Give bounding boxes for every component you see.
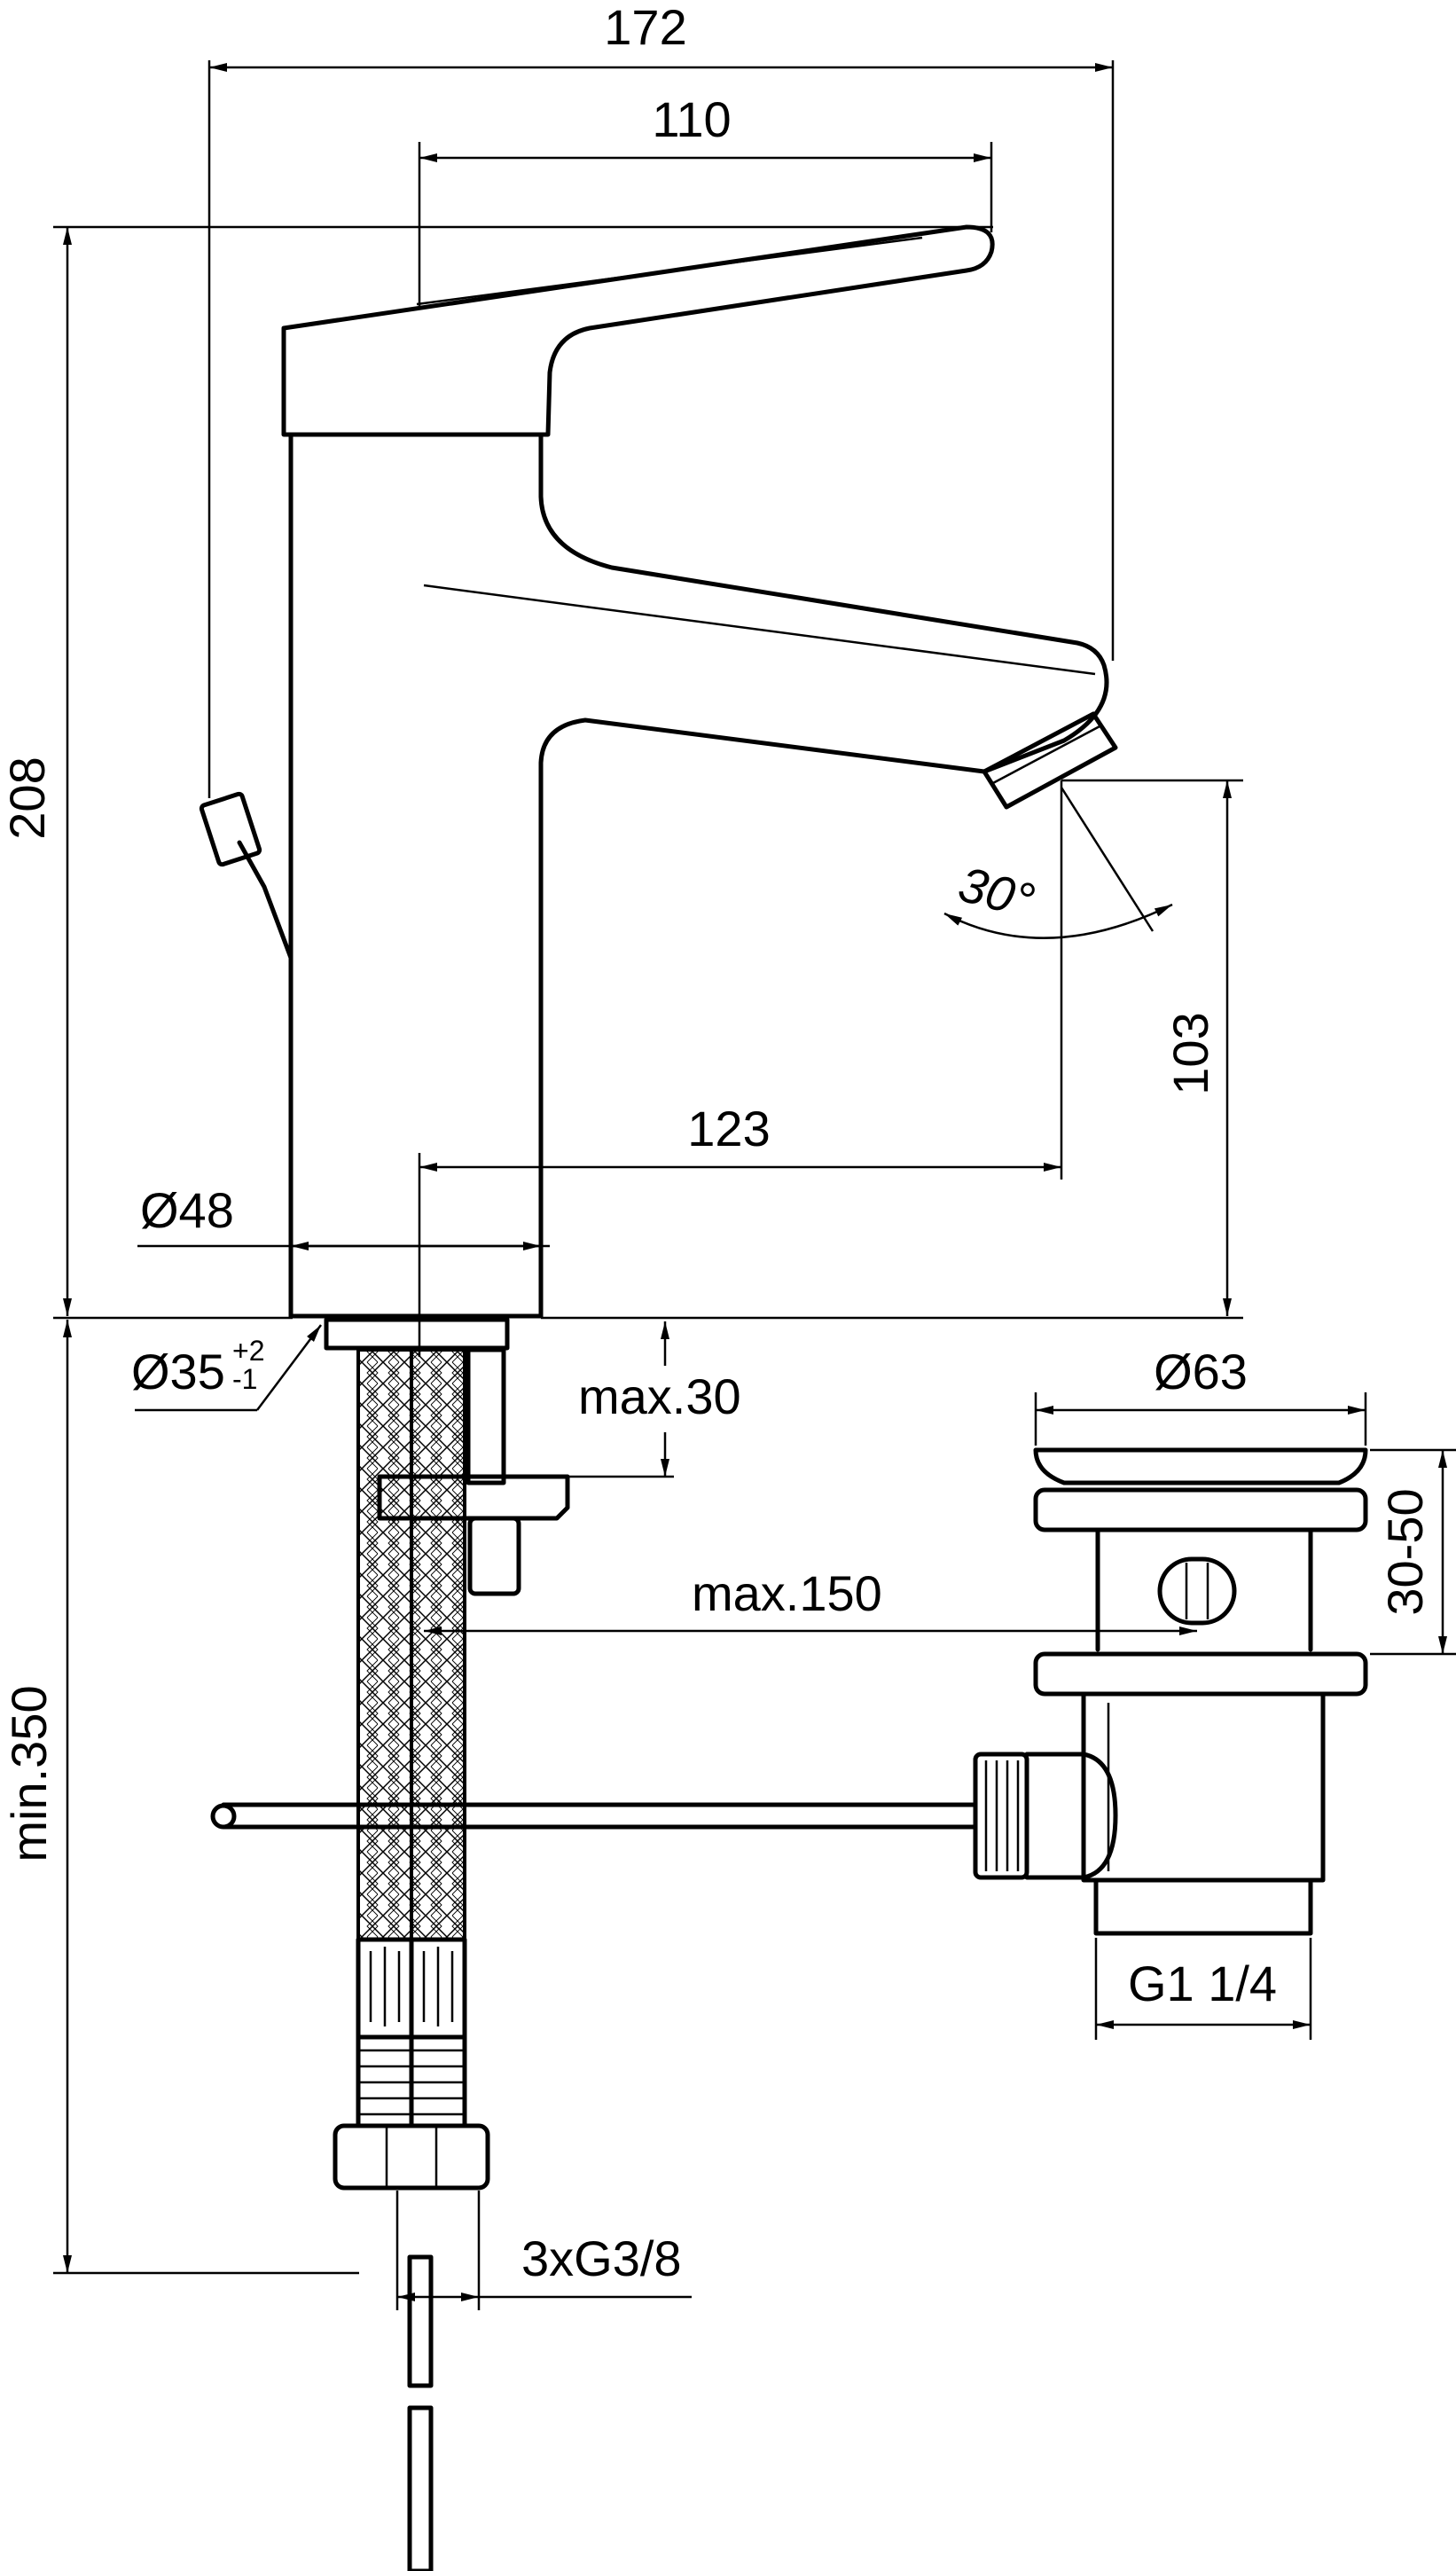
waste-valve (973, 1447, 1368, 1936)
label-waste-diameter: Ø63 (1154, 1344, 1248, 1399)
label-123: 123 (687, 1101, 770, 1156)
dimension-labels: 172 110 208 103 123 30° Ø48 Ø35 +2 -1 ma… (0, 0, 1433, 2286)
label-waste-thread: G1 1/4 (1128, 1956, 1277, 2011)
label-hose-thread: 3xG3/8 (521, 2230, 682, 2286)
label-waste-height: 30-50 (1377, 1488, 1433, 1615)
label-min350: min.350 (1, 1685, 57, 1862)
dimension-lines (53, 60, 1456, 2310)
mounting-nut (324, 1317, 510, 1351)
supply-hoses (333, 1347, 570, 2571)
label-max150: max.150 (692, 1565, 882, 1621)
popup-linkage (210, 1802, 978, 1830)
waste-cap (1033, 1447, 1368, 1485)
label-hole-diameter: Ø35 (131, 1344, 225, 1399)
fixing-bracket (377, 1474, 570, 1521)
faucet-body (199, 224, 1118, 1351)
lever-handle (281, 224, 995, 437)
label-172: 172 (604, 0, 686, 55)
label-tolerance-lower: -1 (232, 1363, 257, 1395)
label-angle: 30° (953, 856, 1040, 929)
label-max30: max.30 (578, 1368, 741, 1424)
popup-rod (237, 840, 294, 960)
label-208: 208 (0, 756, 55, 839)
aerator (982, 711, 1118, 810)
label-103: 103 (1162, 1012, 1218, 1094)
label-110: 110 (652, 91, 731, 147)
faucet-column (288, 432, 1109, 1319)
label-tolerance-upper: +2 (232, 1335, 264, 1367)
label-body-diameter: Ø48 (140, 1182, 234, 1238)
popup-knob (199, 791, 262, 867)
